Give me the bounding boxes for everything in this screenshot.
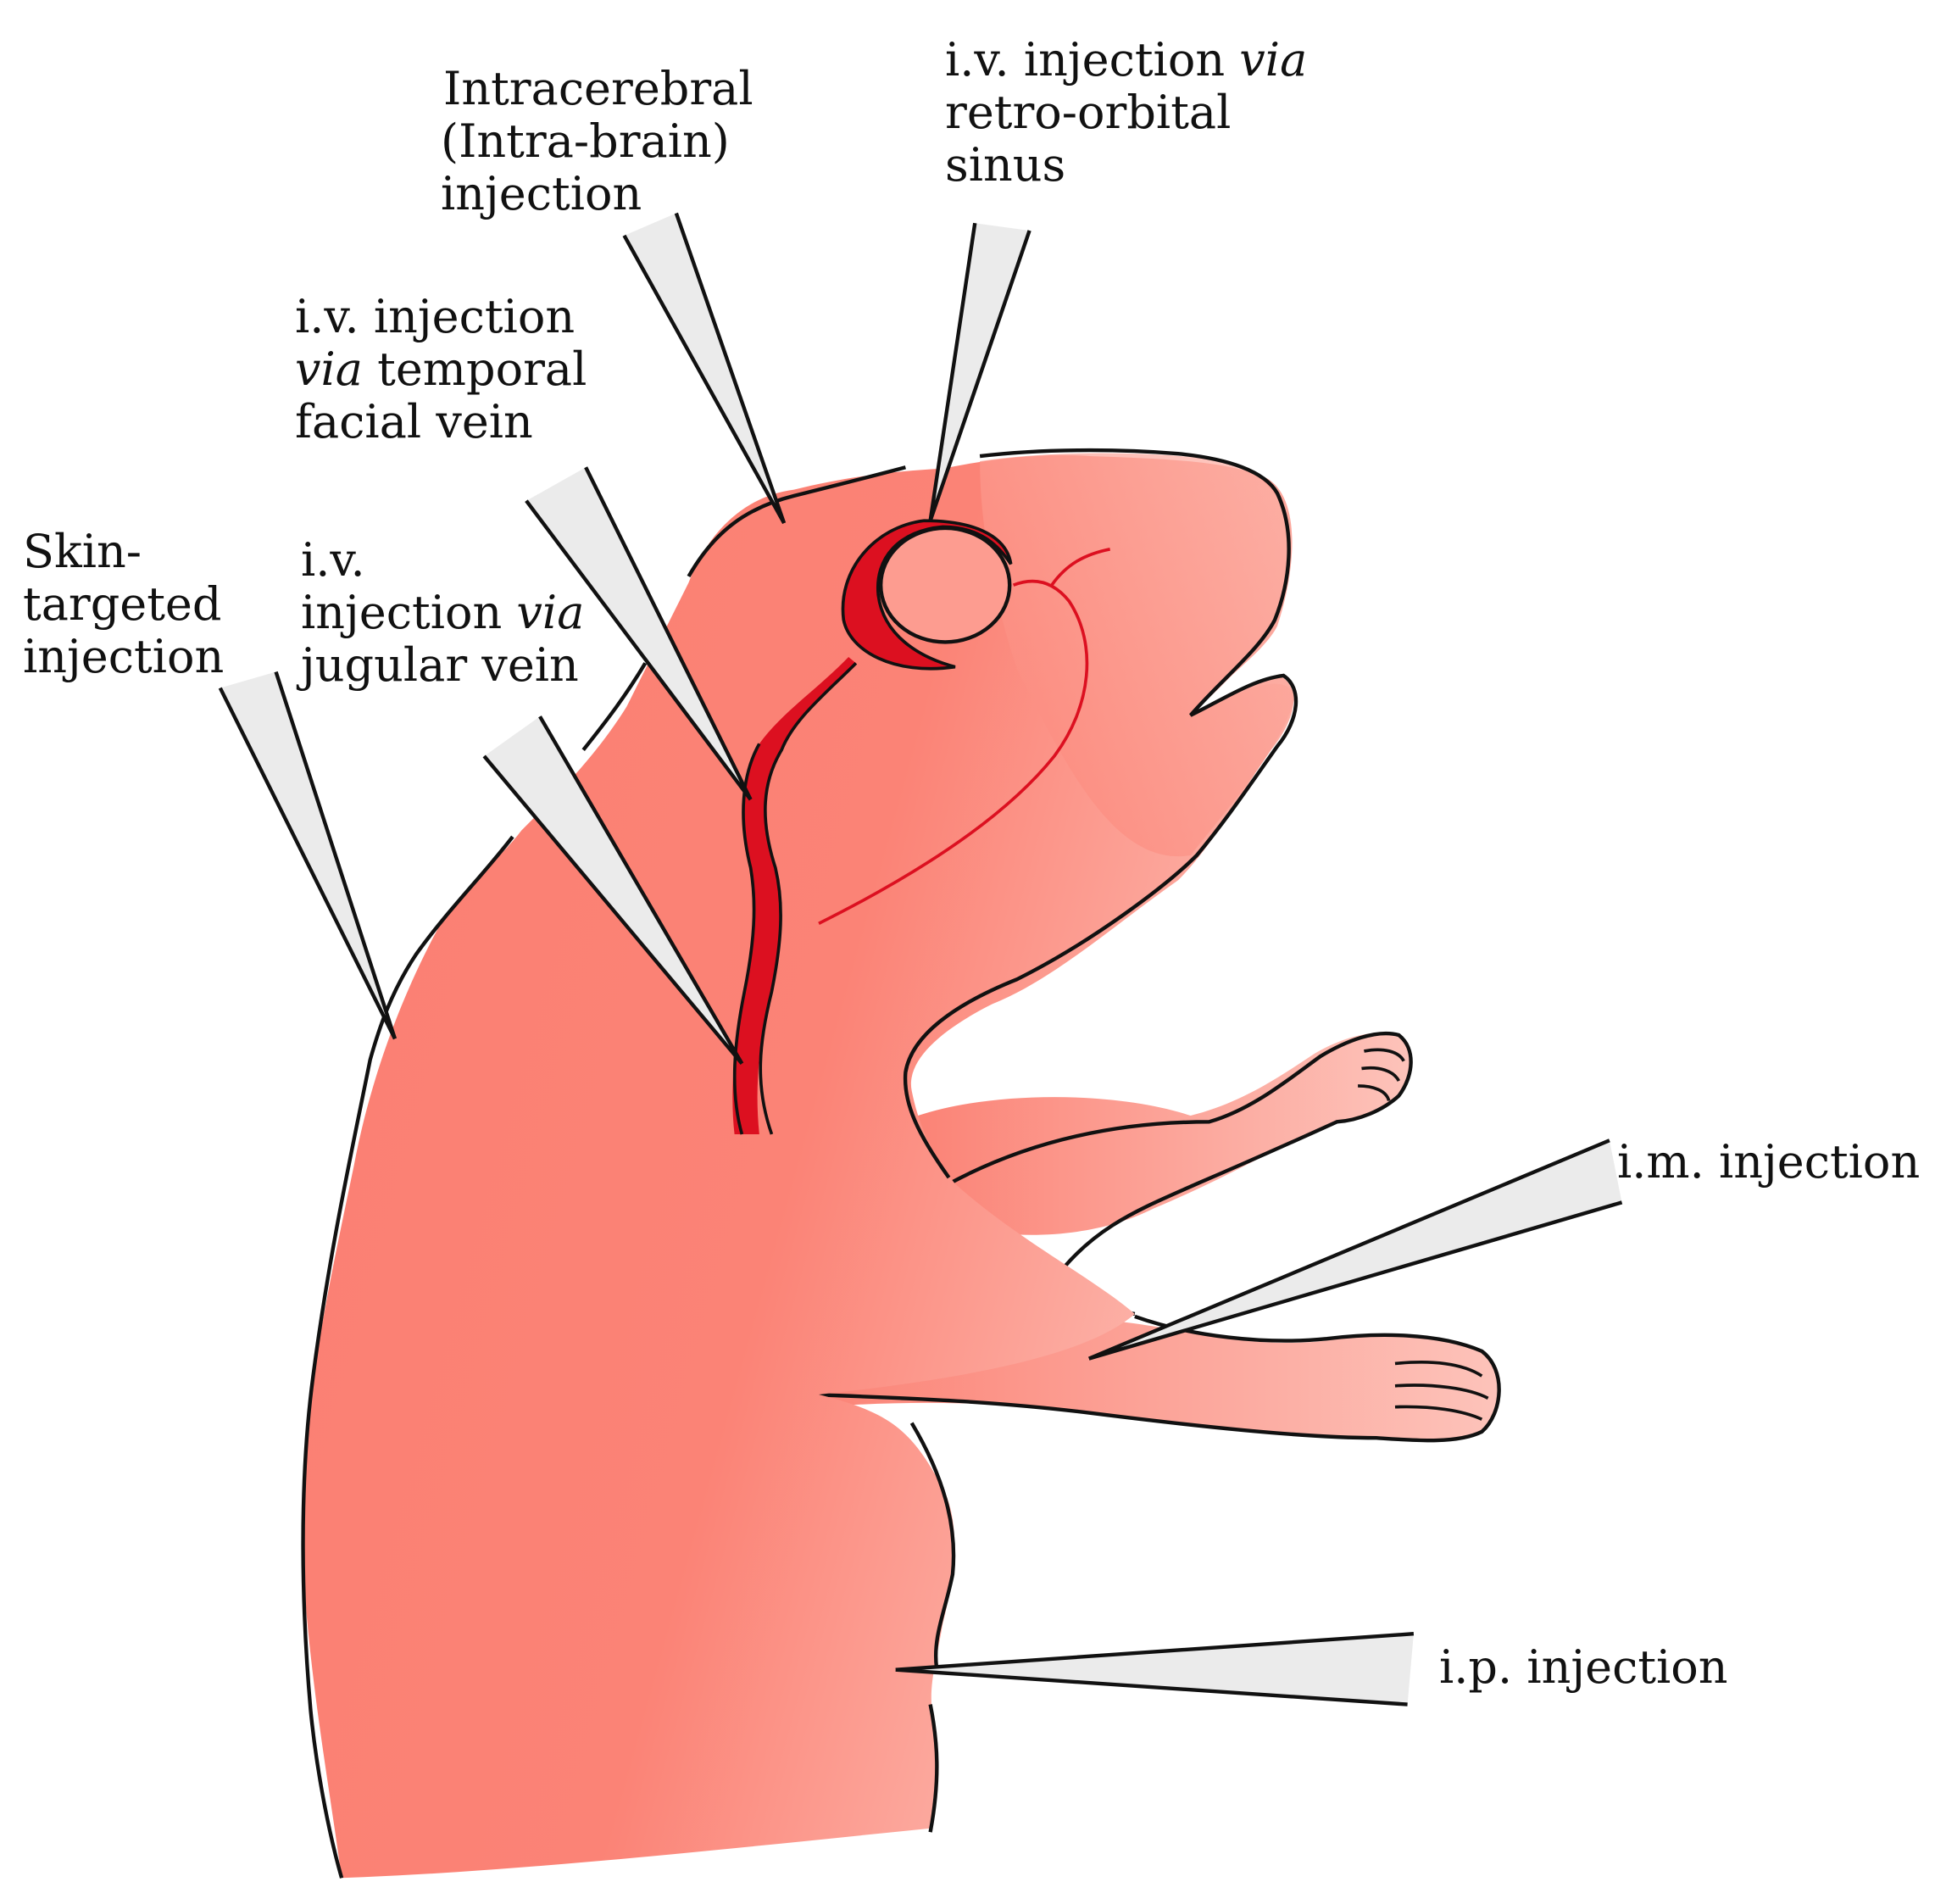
head-outline-top (687, 465, 906, 578)
temporal-facial-vein-branch (1050, 547, 1111, 587)
temporal-facial-vein (818, 579, 1089, 926)
jugular-vein (732, 656, 856, 1134)
label-intraperitoneal: i.p. injection (1439, 1640, 1728, 1694)
upper-forelimb (918, 1033, 1411, 1235)
body-outline-back (301, 835, 514, 1879)
label-retro-orbital: i.v. injection via retro-orbital sinus (945, 33, 1308, 192)
needle-skin-targeted (218, 671, 398, 1040)
belly-outline (909, 1422, 956, 1667)
body-outline-neck (581, 662, 648, 752)
label-temporal-facial: i.v. injection via temporal facial vein (295, 290, 587, 448)
needle-intraperitoneal (895, 1632, 1415, 1706)
jugular-vein-outline (732, 662, 858, 1135)
head-highlight (980, 453, 1296, 857)
belly-outline-lower (928, 1704, 939, 1833)
upper-forelimb-outline (948, 1031, 1413, 1284)
needle-intracerebral (622, 212, 787, 525)
needle-intramuscular (1087, 1139, 1623, 1361)
upper-paw-toes (1358, 1048, 1405, 1102)
lower-paw-toes (1394, 1361, 1489, 1421)
eye (878, 526, 1012, 644)
retro-orbital-sinus (841, 519, 1013, 671)
label-intracerebral: Intracerebral (Intra-brain) injection (441, 62, 753, 220)
needle-retro-orbital (928, 222, 1031, 521)
label-intramuscular: i.m. injection (1617, 1135, 1921, 1189)
label-skin-targeted: Skin- targeted injection (23, 525, 225, 683)
head-outline-snout (903, 448, 1298, 1179)
needle-jugular (482, 715, 744, 1066)
needle-temporal-facial (525, 466, 753, 801)
label-jugular: i.v. injection via jugular vein (301, 533, 585, 692)
